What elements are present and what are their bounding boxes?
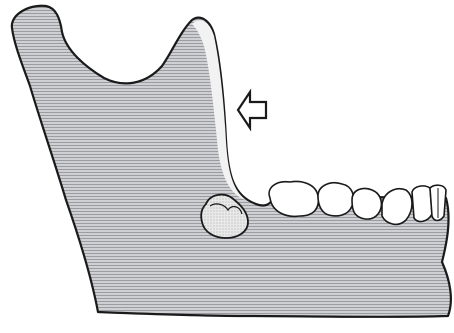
premolar-1 [352, 188, 381, 219]
canine [412, 186, 432, 222]
molar-2 [318, 183, 354, 216]
left-arrow-outline-icon [238, 92, 266, 128]
premolar-2 [382, 189, 412, 225]
mandible-bone [12, 6, 451, 317]
molar-1 [269, 182, 318, 217]
